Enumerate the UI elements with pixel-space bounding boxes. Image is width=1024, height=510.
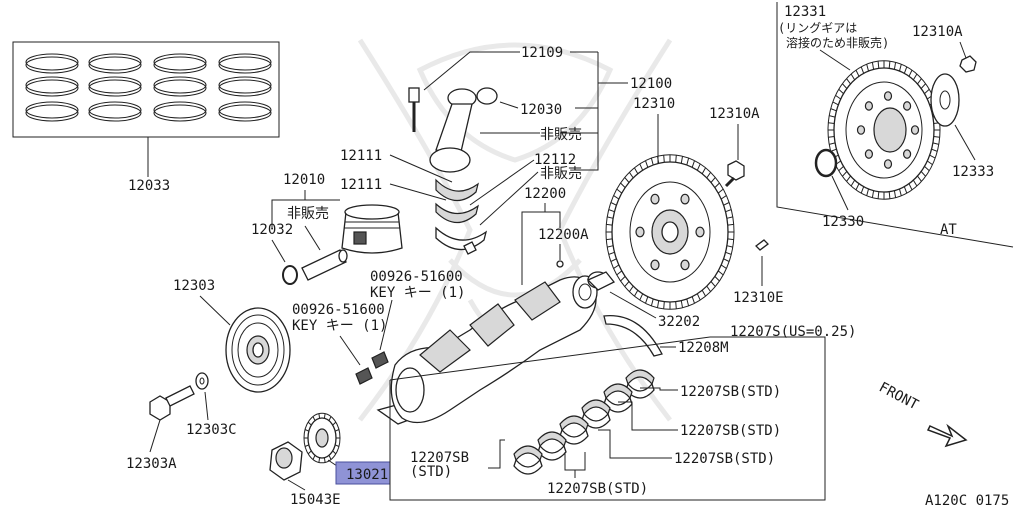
- std-left: (STD): [410, 464, 452, 480]
- label-12200[interactable]: 12200: [524, 186, 566, 202]
- note-12331-line2: 溶接のため非販売): [786, 35, 889, 50]
- rod-bearing-lower[interactable]: [435, 202, 479, 224]
- key-label-upper: KEY キー (1): [370, 285, 465, 301]
- label-12310e[interactable]: 12310E: [733, 290, 784, 306]
- pilot-bushing[interactable]: [586, 271, 616, 291]
- at-label: AT: [940, 222, 957, 238]
- snap-ring[interactable]: [282, 265, 298, 285]
- pulley-washer[interactable]: [195, 372, 209, 390]
- label-12303[interactable]: 12303: [173, 278, 215, 294]
- label-12330[interactable]: 12330: [822, 214, 864, 230]
- label-12111-upper[interactable]: 12111: [340, 148, 382, 164]
- rod-bushing[interactable]: [476, 87, 498, 105]
- woodruff-key-upper[interactable]: [371, 351, 389, 369]
- label-12033[interactable]: 12033: [128, 178, 170, 194]
- piston[interactable]: [341, 204, 403, 254]
- front-arrow-icon: [926, 423, 968, 448]
- label-12208m[interactable]: 12208M: [678, 340, 729, 356]
- label-12207sb-3[interactable]: 12207SB(STD): [674, 451, 775, 467]
- label-12207s[interactable]: 12207S(US=0.25): [730, 324, 856, 340]
- connecting-rod[interactable]: [429, 88, 477, 173]
- crankshaft[interactable]: [376, 275, 598, 425]
- main-bearing-set[interactable]: [513, 369, 655, 475]
- label-12010[interactable]: 12010: [283, 172, 325, 188]
- spacer[interactable]: [814, 148, 838, 178]
- crank-sprocket[interactable]: [303, 412, 341, 464]
- label-32202[interactable]: 32202: [658, 314, 700, 330]
- label-12310a-mt[interactable]: 12310A: [709, 106, 760, 122]
- label-12333[interactable]: 12333: [952, 164, 994, 180]
- label-12310[interactable]: 12310: [633, 96, 675, 112]
- rod-bearing-upper[interactable]: [435, 178, 479, 202]
- label-00926-upper[interactable]: 00926-51600: [370, 269, 463, 285]
- not-sold-piston: 非販売: [287, 206, 329, 222]
- label-12331[interactable]: 12331: [784, 4, 826, 20]
- label-12100[interactable]: 12100: [630, 76, 672, 92]
- rod-bolt[interactable]: [408, 87, 420, 132]
- drive-plate[interactable]: [827, 60, 941, 200]
- label-15043e[interactable]: 15043E: [290, 492, 341, 508]
- crank-pulley[interactable]: [225, 307, 291, 393]
- dowel-pin[interactable]: [755, 239, 769, 251]
- key-label-lower: KEY キー (1): [292, 318, 387, 334]
- label-12112[interactable]: 12112: [534, 152, 576, 168]
- flywheel-bolt[interactable]: [724, 160, 745, 188]
- label-12303c[interactable]: 12303C: [186, 422, 237, 438]
- label-12303a[interactable]: 12303A: [126, 456, 177, 472]
- sprocket-washer[interactable]: [269, 441, 303, 481]
- label-12111-lower[interactable]: 12111: [340, 177, 382, 193]
- thrust-washer[interactable]: [603, 315, 663, 357]
- label-12207sb-1[interactable]: 12207SB(STD): [680, 384, 781, 400]
- label-12032[interactable]: 12032: [251, 222, 293, 238]
- label-13021[interactable]: 13021: [346, 467, 388, 483]
- pulley-bolt[interactable]: [149, 385, 195, 421]
- label-12200a[interactable]: 12200A: [538, 227, 589, 243]
- not-sold-rod: 非販売: [540, 127, 582, 143]
- label-00926-lower[interactable]: 00926-51600: [292, 302, 385, 318]
- not-sold-bearing: 非販売: [540, 166, 582, 182]
- label-12109[interactable]: 12109: [521, 45, 563, 61]
- rod-cap[interactable]: [435, 226, 488, 255]
- front-label: FRONT: [876, 379, 921, 413]
- label-12207sb-left[interactable]: 12207SB: [410, 450, 469, 466]
- piston-pin[interactable]: [301, 249, 348, 281]
- woodruff-key-lower[interactable]: [355, 367, 373, 385]
- drive-plate-bolt[interactable]: [959, 55, 977, 73]
- flywheel[interactable]: [605, 154, 735, 310]
- diagram-code: A120C 0175: [925, 493, 1009, 509]
- label-12207sb-2[interactable]: 12207SB(STD): [680, 423, 781, 439]
- note-12331-line1: (リングギアは: [778, 21, 857, 35]
- label-12030[interactable]: 12030: [520, 102, 562, 118]
- piston-ring-set[interactable]: [12, 41, 280, 138]
- label-12207sb-bottom[interactable]: 12207SB(STD): [547, 481, 648, 497]
- reinforcement-plate[interactable]: [930, 73, 960, 127]
- label-12310a-at[interactable]: 12310A: [912, 24, 963, 40]
